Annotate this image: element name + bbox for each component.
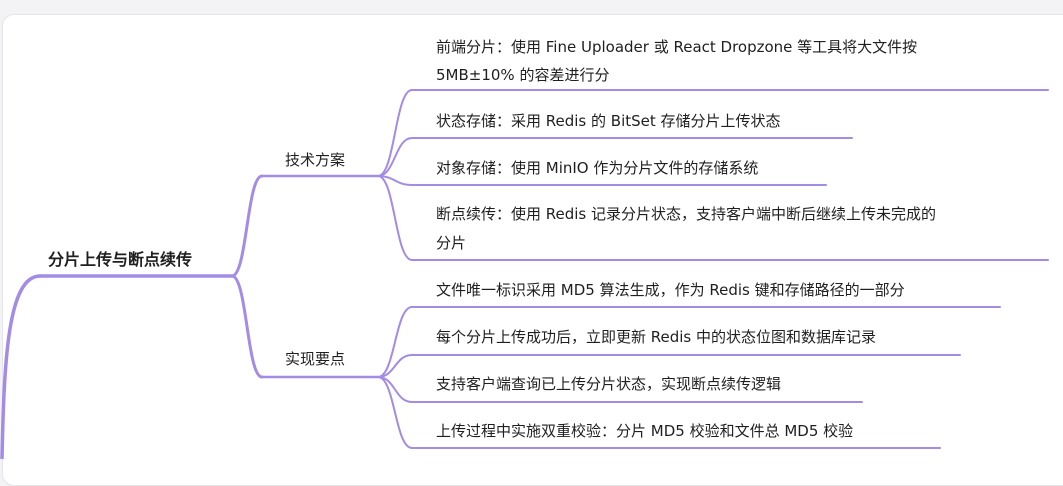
- leaf-node-2-3[interactable]: 支持客户端查询已上传分片状态，实现断点续传逻辑: [436, 375, 781, 393]
- leaf-node-1-1-line-1[interactable]: 前端分片：使用 Fine Uploader 或 React Dropzone 等…: [436, 38, 917, 56]
- branch-node-label-2[interactable]: 实现要点: [285, 350, 345, 368]
- link-branch-1-leaf-1: [377, 89, 413, 177]
- mindmap-links: [0, 89, 1049, 459]
- root-node-label[interactable]: 分片上传与断点续传: [48, 250, 192, 269]
- link-branch-1-leaf-2: [377, 137, 413, 177]
- link-branch-1-leaf-4: [377, 175, 413, 261]
- branch-node-label-1[interactable]: 技术方案: [285, 151, 345, 169]
- leaf-node-1-1-line-2[interactable]: 5MB±10% 的容差进行分: [436, 66, 609, 84]
- leaf-node-1-2[interactable]: 状态存储：采用 Redis 的 BitSet 存储分片上传状态: [436, 112, 781, 130]
- link-branch-2-leaf-1: [377, 306, 413, 378]
- link-branch-2-leaf-2: [377, 354, 413, 378]
- mindmap-card: [2, 14, 1063, 486]
- leaf-node-2-1[interactable]: 文件唯一标识采用 MD5 算法生成，作为 Redis 键和存储路径的一部分: [436, 281, 905, 299]
- leaf-node-1-4-line-2[interactable]: 分片: [436, 234, 466, 252]
- leaf-node-1-4-line-1[interactable]: 断点续传：使用 Redis 记录分片状态，支持客户端中断后继续上传未完成的: [436, 205, 936, 223]
- link-branch-1-leaf-3: [377, 175, 413, 186]
- link-root-branch-2: [230, 274, 264, 379]
- leaf-node-2-2[interactable]: 每个分片上传成功后，立即更新 Redis 中的状态位图和数据库记录: [436, 328, 876, 346]
- leaf-node-2-4[interactable]: 上传过程中实施双重校验：分片 MD5 校验和文件总 MD5 校验: [436, 422, 853, 440]
- root-entry-link: [0, 274, 42, 459]
- link-branch-2-leaf-4: [377, 376, 413, 449]
- mindmap-canvas: 分片上传与断点续传 技术方案 实现要点 前端分片：使用 Fine Uploade…: [0, 38, 1049, 459]
- leaf-node-1-3[interactable]: 对象存储：使用 MinIO 作为分片文件的存储系统: [436, 159, 758, 177]
- link-root-branch-1: [230, 174, 264, 278]
